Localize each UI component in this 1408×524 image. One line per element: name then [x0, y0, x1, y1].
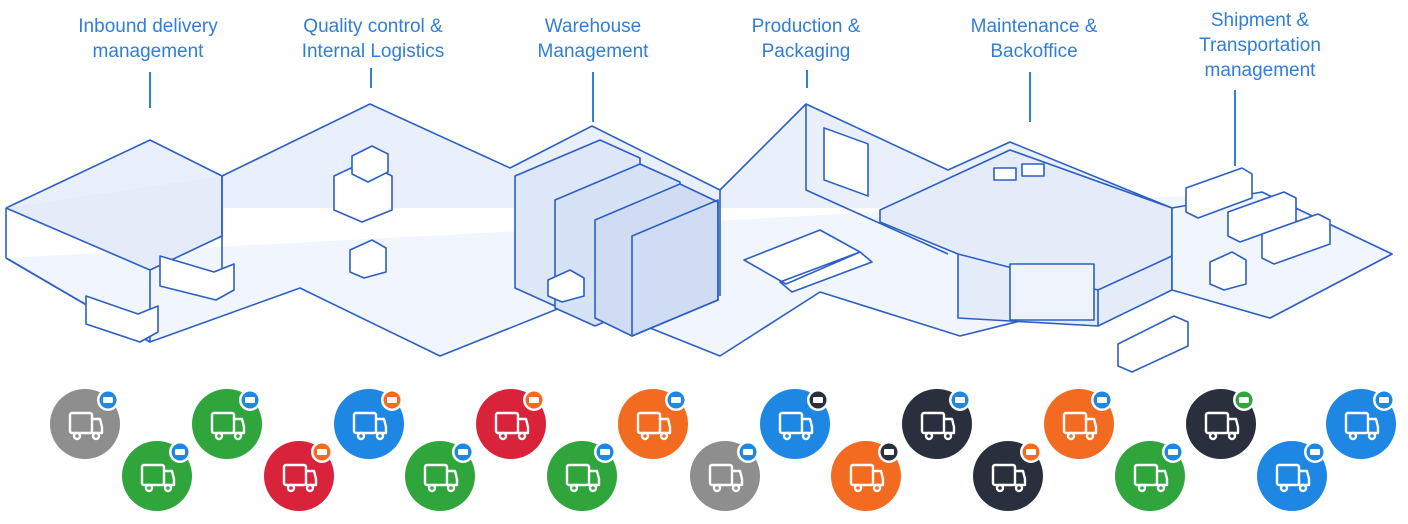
forklift-mini-icon: [1020, 441, 1042, 463]
forklift-quality: [349, 239, 387, 279]
label-line: Internal Logistics: [301, 41, 445, 62]
label-line: Quality control &: [303, 16, 443, 37]
inbound-truck-icon: [68, 411, 104, 441]
label-line: management: [92, 41, 204, 62]
badge-15[interactable]: [1044, 389, 1114, 459]
yard-truck-3: [1261, 213, 1331, 265]
label-line: Warehouse: [544, 16, 642, 37]
truck-mini-icon: [1373, 389, 1395, 411]
barcode-mini-icon: [1233, 389, 1255, 411]
forklift-mini-icon: [311, 441, 333, 463]
truck-mini-icon: [1091, 389, 1113, 411]
badge-16[interactable]: [1115, 441, 1185, 511]
air-freight-icon: [1204, 411, 1240, 441]
order-checklist-icon: [1133, 463, 1169, 493]
yard-truck-1: [1185, 167, 1253, 219]
receipt-document-icon: [210, 411, 246, 441]
truck-mini-icon: [949, 389, 971, 411]
outbound-truck: [1117, 315, 1189, 373]
stock-reshuffle-icon: [636, 411, 672, 441]
arm-mini-icon: [807, 389, 829, 411]
forklift-mini-icon: [381, 389, 403, 411]
forklift-blocked-icon: [494, 411, 530, 441]
badge-13[interactable]: [902, 389, 972, 459]
badge-4[interactable]: [264, 441, 334, 511]
label-line: Production &: [751, 16, 861, 37]
forklift-shipment: [1209, 251, 1247, 291]
label-line: management: [1204, 60, 1316, 81]
badge-12[interactable]: [831, 441, 901, 511]
label-line: Management: [537, 41, 649, 62]
roof-vent: [1021, 163, 1045, 177]
facility-illustration: [5, 103, 1393, 373]
forklift-warehouse: [547, 269, 585, 303]
outbound-truck-icon: [1344, 411, 1380, 441]
production-alert-icon: [849, 463, 885, 493]
label-pointer: [1029, 72, 1031, 122]
putaway-icon: [565, 463, 601, 493]
damaged-goods-icon: [282, 463, 318, 493]
badge-1[interactable]: [50, 389, 120, 459]
inventory-count-icon: [991, 463, 1027, 493]
process-board: [823, 127, 869, 197]
truck-mini-icon: [169, 441, 191, 463]
label-line: Maintenance &: [970, 16, 1098, 37]
badge-19[interactable]: [1326, 389, 1396, 459]
label-line: Shipment &: [1210, 10, 1310, 31]
badge-6[interactable]: [405, 441, 475, 511]
truck-mini-icon: [737, 441, 759, 463]
truck-mini-icon: [452, 441, 474, 463]
badge-9[interactable]: [618, 389, 688, 459]
garage-door: [1009, 263, 1095, 321]
badge-3[interactable]: [192, 389, 262, 459]
badge-14[interactable]: [973, 441, 1043, 511]
stock-retrieval-icon: [708, 463, 744, 493]
inbound-truck-2: [85, 295, 159, 343]
hand-truck-icon: [423, 463, 459, 493]
label-quality: Quality control & Internal Logistics: [280, 14, 466, 64]
badge-18[interactable]: [1257, 441, 1327, 511]
truck-mini-icon: [97, 389, 119, 411]
label-warehouse: Warehouse Management: [513, 14, 673, 64]
conveyor: [743, 229, 873, 293]
production-supply-icon: [778, 411, 814, 441]
label-pointer: [592, 72, 594, 122]
label-pointer: [370, 68, 372, 88]
forklift-mini-icon: [523, 389, 545, 411]
label-shipment: Shipment & Transportation management: [1170, 8, 1350, 83]
label-maintenance: Maintenance & Backoffice: [948, 14, 1120, 64]
badge-10[interactable]: [690, 441, 760, 511]
truck-mini-icon: [1304, 441, 1326, 463]
badge-5[interactable]: [334, 389, 404, 459]
truck-mini-icon: [239, 389, 261, 411]
inbound-truck: [159, 255, 235, 301]
delivery-confirmed-icon: [140, 463, 176, 493]
roof-vent: [993, 167, 1017, 181]
label-pointer: [149, 72, 151, 108]
badge-7[interactable]: [476, 389, 546, 459]
label-pointer: [806, 70, 808, 88]
label-line: Packaging: [761, 41, 851, 62]
badge-11[interactable]: [760, 389, 830, 459]
label-line: Transportation: [1199, 35, 1321, 56]
badge-8[interactable]: [547, 441, 617, 511]
package-refresh-icon: [920, 411, 956, 441]
arm-mini-icon: [878, 441, 900, 463]
dispatch-pallet-icon: [1275, 463, 1311, 493]
label-line: Backoffice: [990, 41, 1078, 62]
label-line: Inbound delivery: [78, 16, 218, 37]
badge-17[interactable]: [1186, 389, 1256, 459]
storage-racks: [514, 139, 719, 337]
quality-checklist-icon: [352, 411, 388, 441]
truck-mini-icon: [594, 441, 616, 463]
badge-2[interactable]: [122, 441, 192, 511]
production-wall: [719, 104, 949, 296]
support-agent-icon: [1062, 411, 1098, 441]
truck-mini-icon: [1162, 441, 1184, 463]
label-inbound: Inbound delivery management: [58, 14, 238, 64]
truck-mini-icon: [665, 389, 687, 411]
label-production: Production & Packaging: [726, 14, 886, 64]
label-pointer: [1234, 90, 1236, 166]
